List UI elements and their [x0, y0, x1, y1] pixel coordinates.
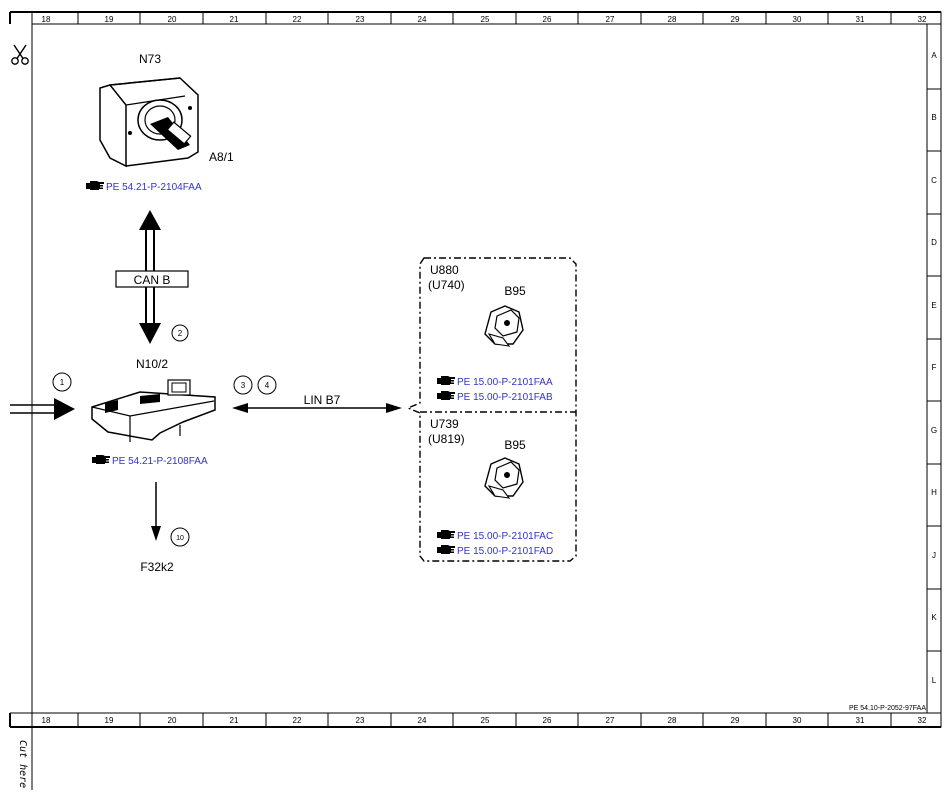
n73-sub-label: A8/1 [209, 150, 234, 164]
col-label: 31 [856, 716, 865, 725]
col-label: 18 [42, 716, 51, 725]
sensor-group-frame [406, 257, 577, 562]
col-label: 30 [793, 716, 802, 725]
row-ticks [927, 88, 941, 652]
col-label: 19 [105, 716, 114, 725]
marker-circle [170, 527, 190, 547]
u880-link-text[interactable]: PE 15.00-P-2101FAA [457, 377, 553, 388]
row-label: J [932, 551, 936, 560]
u739-link-text[interactable]: PE 15.00-P-2101FAD [457, 546, 553, 557]
row-labels: A B C D E F G H J K L [931, 51, 937, 685]
can-b-box [115, 270, 189, 288]
scissors-icon [11, 44, 29, 65]
u880-part-label: B95 [504, 284, 526, 298]
n73-link[interactable]: PE 54.21-P-2104FAA [86, 181, 202, 193]
pointing-hand-icon [437, 545, 455, 554]
u739-link-text[interactable]: PE 15.00-P-2101FAC [457, 531, 553, 542]
col-label: 27 [606, 716, 615, 725]
u880-link-1[interactable]: PE 15.00-P-2101FAA [437, 376, 553, 388]
col-label: 28 [668, 15, 677, 24]
col-label: 25 [481, 716, 490, 725]
pointing-hand-icon [437, 530, 455, 539]
row-label: F [932, 363, 937, 372]
row-label: H [931, 488, 937, 497]
row-label: E [931, 301, 936, 310]
ignition-switch-icon [99, 77, 199, 168]
col-label: 32 [918, 15, 927, 24]
col-label: 23 [356, 716, 365, 725]
col-label: 29 [731, 15, 740, 24]
col-label: 20 [168, 716, 177, 725]
can-b-label: CAN B [134, 273, 171, 287]
n10-2-label: N10/2 [136, 357, 168, 371]
column-labels-top: 18 19 20 21 22 23 24 25 26 27 28 29 30 3… [42, 15, 927, 24]
col-label: 21 [230, 15, 239, 24]
input-arrow [10, 398, 75, 420]
marker-circle [233, 375, 253, 395]
col-label: 31 [856, 15, 865, 24]
lin-b7-arrow [232, 403, 402, 413]
row-label: G [931, 426, 937, 435]
col-label: 30 [793, 15, 802, 24]
col-label: 32 [918, 716, 927, 725]
marker-label: 2 [178, 329, 183, 338]
sensor-icon [484, 457, 524, 499]
row-label: K [931, 613, 937, 622]
row-label: D [931, 238, 937, 247]
col-label: 20 [168, 15, 177, 24]
col-label: 26 [543, 15, 552, 24]
drawing-frame [9, 11, 942, 790]
marker-label: 1 [60, 378, 65, 387]
pointing-hand-icon [437, 376, 455, 385]
col-label: 22 [293, 716, 302, 725]
marker-label: 3 [241, 381, 246, 390]
col-label: 24 [418, 15, 427, 24]
u880-alt-label: (U740) [428, 278, 465, 292]
col-label: 27 [606, 15, 615, 24]
footer-reference: PE 54.10-P-2052-97FAA [849, 705, 926, 712]
pointing-hand-icon [92, 455, 110, 464]
col-label: 22 [293, 15, 302, 24]
u739-link-1[interactable]: PE 15.00-P-2101FAC [437, 530, 553, 542]
sensor-icon [484, 305, 524, 347]
marker-circle [52, 372, 72, 392]
col-label: 28 [668, 716, 677, 725]
n10-2-link[interactable]: PE 54.21-P-2108FAA [92, 455, 208, 467]
pointing-hand-icon [437, 391, 455, 400]
arrowhead [151, 526, 161, 541]
f32k2-label: F32k2 [140, 560, 174, 574]
column-ticks [77, 12, 892, 727]
col-label: 21 [230, 716, 239, 725]
u739-alt-label: (U819) [428, 432, 465, 446]
u739-part-label: B95 [504, 438, 526, 452]
n73-label: N73 [139, 52, 161, 66]
lin-b7-label: LIN B7 [304, 393, 341, 407]
marker-circle [257, 375, 277, 395]
col-label: 24 [418, 716, 427, 725]
row-label: L [932, 676, 937, 685]
col-label: 19 [105, 15, 114, 24]
row-label: A [931, 51, 937, 60]
pointing-hand-icon [86, 181, 104, 190]
control-unit-icon [91, 379, 216, 442]
cut-here-label: Cut here [17, 740, 28, 788]
col-label: 18 [42, 15, 51, 24]
u880-link-2[interactable]: PE 15.00-P-2101FAB [437, 391, 553, 403]
n73-link-text[interactable]: PE 54.21-P-2104FAA [106, 182, 202, 193]
marker-label: 10 [176, 535, 184, 542]
u739-link-2[interactable]: PE 15.00-P-2101FAD [437, 545, 553, 557]
marker-label: 4 [265, 381, 270, 390]
u739-label: U739 [430, 417, 459, 431]
column-labels-bottom: 18 19 20 21 22 23 24 25 26 27 28 29 30 3… [42, 716, 927, 725]
u880-label: U880 [430, 263, 459, 277]
row-label: B [931, 113, 936, 122]
marker-circle [171, 324, 189, 342]
u880-link-text[interactable]: PE 15.00-P-2101FAB [457, 392, 553, 403]
n10-2-link-text[interactable]: PE 54.21-P-2108FAA [112, 456, 208, 467]
col-label: 25 [481, 15, 490, 24]
row-label: C [931, 176, 937, 185]
col-label: 23 [356, 15, 365, 24]
col-label: 29 [731, 716, 740, 725]
col-label: 26 [543, 716, 552, 725]
